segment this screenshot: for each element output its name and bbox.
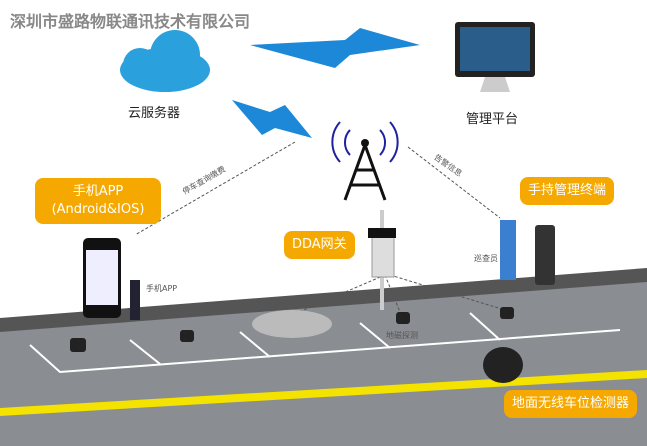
cloud-icon xyxy=(120,30,210,92)
parking-lines xyxy=(29,312,621,374)
label-inspector: 巡查员 xyxy=(474,254,498,263)
solar-panel xyxy=(368,228,396,238)
gateway-box xyxy=(371,234,395,278)
callout-detector: 地面无线车位检测器 xyxy=(504,390,638,418)
callout-handheld: 手持管理终端 xyxy=(520,177,615,205)
signal-bolt xyxy=(250,28,420,68)
yellow-line xyxy=(0,370,647,416)
monitor-icon xyxy=(455,22,535,92)
tower-icon xyxy=(331,121,399,201)
label-phone-app: 手机APP xyxy=(146,284,178,293)
company-title: 深圳市盛路物联通讯技术有限公司 xyxy=(10,12,251,31)
businessman xyxy=(130,280,140,320)
callout-app-line1: 手机APP xyxy=(72,184,124,199)
platform-label: 管理平台 xyxy=(466,112,519,127)
callout-gateway: DDA网关 xyxy=(284,231,355,259)
cloud-label: 云服务器 xyxy=(128,106,181,121)
handheld-terminal xyxy=(535,225,555,285)
label-magnetic: 地磁探测 xyxy=(386,331,418,340)
detectors xyxy=(70,307,523,383)
road-edge xyxy=(0,268,647,332)
car xyxy=(252,310,332,338)
signal-bolt xyxy=(232,100,312,138)
callout-app: 手机APP (Android&IOS) xyxy=(35,178,161,224)
callout-app-line2: (Android&IOS) xyxy=(51,202,145,217)
inspector xyxy=(500,220,516,280)
